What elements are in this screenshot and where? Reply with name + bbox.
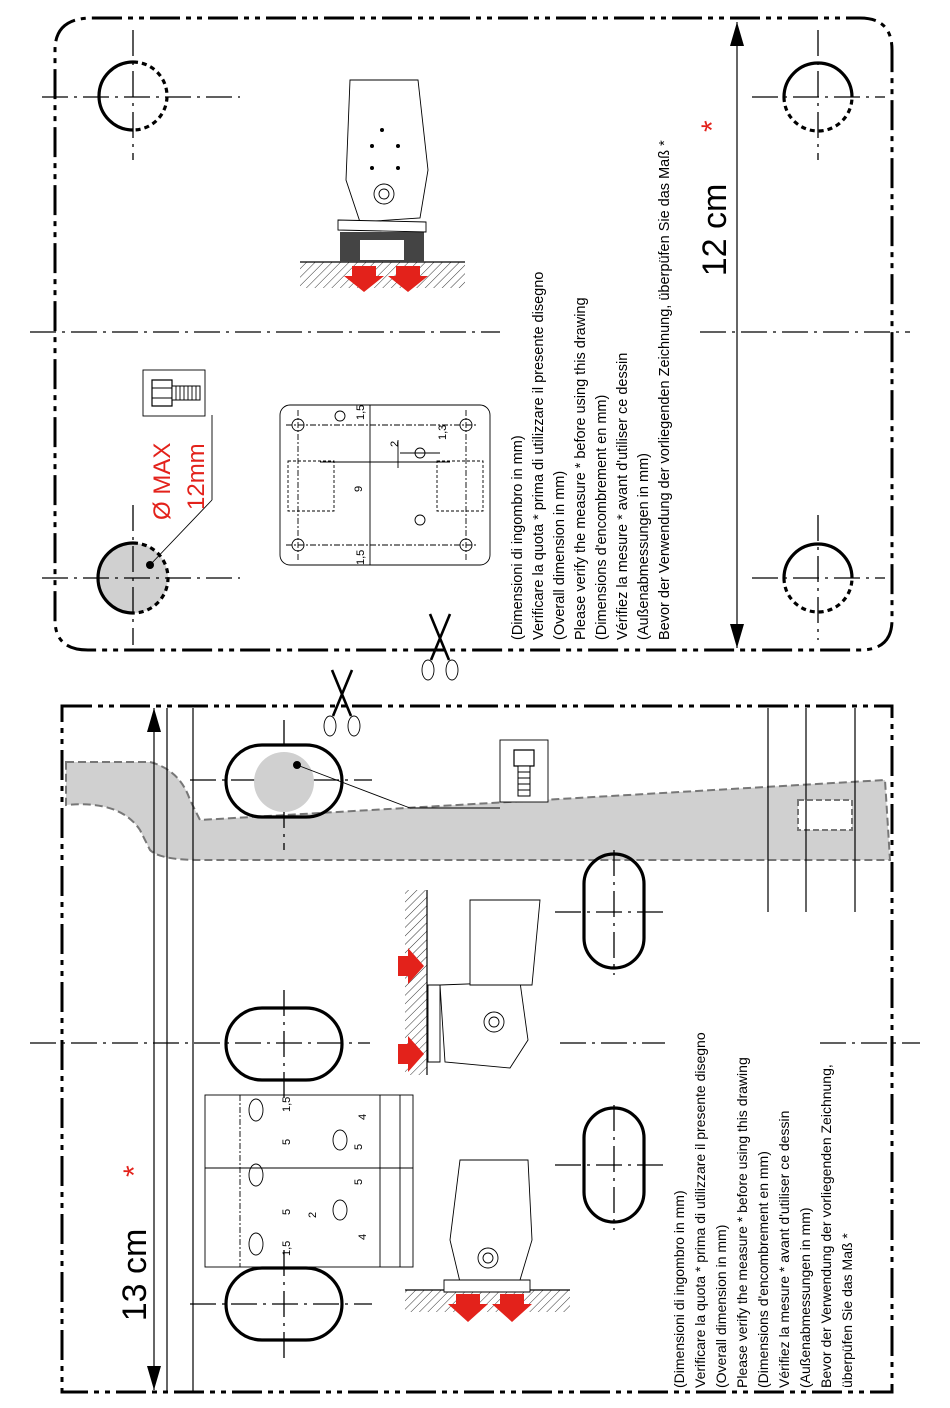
instructions-bottom: (Dimensioni di ingombro in mm) Verificar… — [671, 1032, 855, 1388]
bolt-icon — [142, 369, 206, 417]
mount-hole-top-right — [752, 30, 885, 160]
instr-top-5: Vérifiez la mesure * avant d'utiliser ce… — [615, 353, 631, 640]
slot-hole-right-top — [555, 850, 665, 975]
dim-1-5-top: 1,5 — [355, 405, 367, 420]
dim-label-12cm: 12 cm — [696, 184, 734, 277]
dim-1-3: 1,3 — [437, 425, 449, 440]
dim-asterisk-12cm: * — [696, 120, 729, 132]
scissors-icon — [421, 613, 459, 681]
slot-hole-bottom — [190, 1250, 372, 1360]
instr-top-1: Verificare la quota * prima di utilizzar… — [531, 272, 547, 640]
top-template: 12 cm * — [30, 16, 910, 681]
dim-b-2: 2 — [307, 1212, 319, 1218]
slot-hole-right-bottom — [555, 1105, 665, 1230]
instr-bottom-3: Please verify the measure * before using… — [734, 1057, 750, 1388]
plate-drawing-bottom: 1,5 1,5 5 5 5 5 4 4 2 — [204, 1094, 414, 1268]
dim-2-top: 2 — [389, 441, 401, 447]
instr-bottom-2: (Overall dimension in mm) — [713, 1225, 729, 1388]
mounting-bracket-icon — [405, 1159, 570, 1322]
dim-b-5-d: 5 — [353, 1179, 365, 1185]
bottom-template: 13 cm * — [30, 669, 920, 1394]
dim-b-4-b: 4 — [357, 1234, 369, 1240]
instr-bottom-8: überpüfen Sie das Maß * — [839, 1233, 855, 1388]
dim-b-5-a: 5 — [281, 1139, 293, 1145]
instr-top-4: (Dimensions d'encombrement en mm) — [594, 395, 610, 640]
hole-max-label-2: 12mm — [183, 443, 210, 510]
plate-drawing-top: 1,5 1,5 9 2 1,3 — [279, 404, 491, 566]
instr-bottom-0: (Dimensioni di ingombro in mm) — [671, 1190, 687, 1388]
dim-b-1-5-right: 1,5 — [281, 1097, 293, 1112]
instr-top-2: (Overall dimension in mm) — [552, 471, 568, 640]
instr-top-6: (Außenabmessungen in mm) — [636, 453, 652, 640]
instr-bottom-6: (Außenabmessungen in mm) — [797, 1207, 813, 1388]
dim-b-5-c: 5 — [353, 1144, 365, 1150]
hole-max-label-1: Ø MAX — [149, 443, 176, 520]
dim-9: 9 — [353, 486, 365, 492]
instr-bottom-7: Bevor der Verwendung der vorliegenden Ze… — [818, 1064, 834, 1388]
instr-top-3: Please verify the measure * before using… — [573, 297, 589, 640]
mount-hole-bottom-right — [752, 515, 885, 640]
mount-hole-top-left — [42, 30, 240, 160]
dim-1-5-bottom: 1,5 — [355, 550, 367, 565]
top-cut-border — [53, 16, 894, 652]
instr-bottom-4: (Dimensions d'encombrement en mm) — [755, 1151, 771, 1388]
mounting-bracket-icon — [300, 79, 465, 292]
bottom-cut-border — [60, 704, 894, 1394]
slot-hole-left — [224, 990, 344, 1100]
dim-b-5-b: 5 — [281, 1209, 293, 1215]
instr-top-0: (Dimensioni di ingombro in mm) — [510, 435, 526, 640]
mount-hole-bottom-left — [42, 415, 240, 645]
dim-label-13cm: 13 cm — [116, 1229, 154, 1322]
slot-hole-top — [190, 720, 500, 850]
instr-top-7: Bevor der Verwendung der vorliegenden Ze… — [657, 140, 673, 640]
dim-asterisk-13cm: * — [118, 1165, 151, 1177]
scissors-icon — [323, 669, 361, 737]
instr-bottom-5: Vérifiez la mesure * avant d'utiliser ce… — [776, 1111, 792, 1388]
instr-bottom-1: Verificare la quota * prima di utilizzar… — [692, 1032, 708, 1388]
instructions-top: (Dimensioni di ingombro in mm) Verificar… — [510, 140, 673, 640]
mounting-bracket-icon — [398, 890, 541, 1075]
dim-b-1-5-left: 1,5 — [281, 1241, 293, 1256]
dim-b-4-a: 4 — [357, 1114, 369, 1120]
bracket-profile-outline — [65, 761, 892, 861]
